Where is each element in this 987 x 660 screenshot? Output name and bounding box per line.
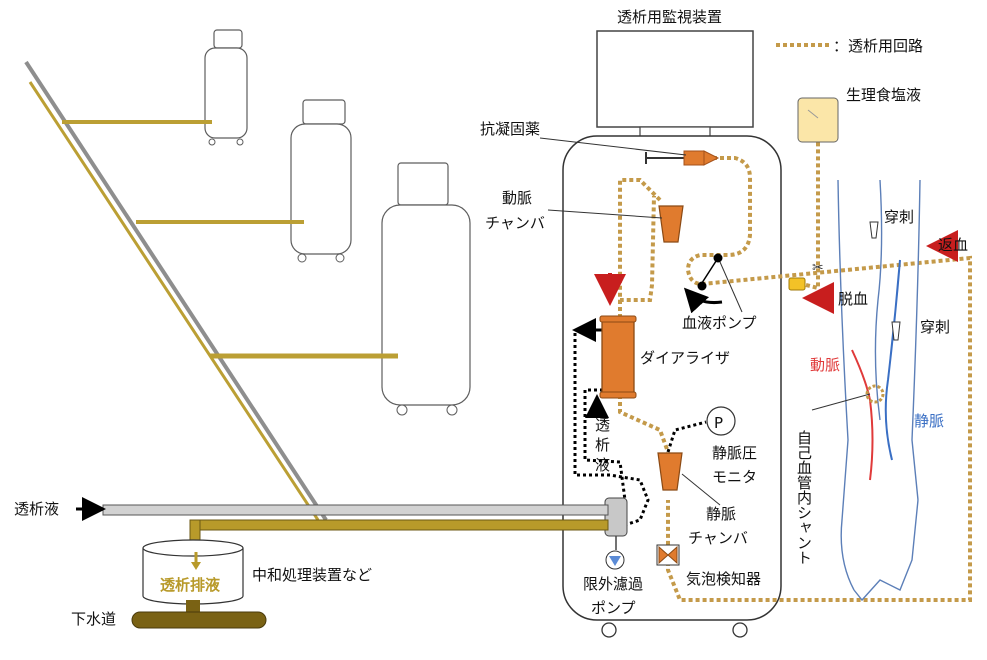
arterial-chamber-label-2: チャンバ	[485, 214, 545, 232]
vein-label: 静脈	[914, 412, 944, 430]
saline-bag	[797, 97, 839, 143]
uf-pump-label-2: ポンプ	[591, 599, 636, 617]
scissors-icon: ✂	[812, 260, 824, 276]
p-symbol: P	[714, 414, 723, 432]
neutralizer-drum	[142, 539, 244, 605]
arterial-chamber	[658, 205, 684, 243]
blood-removal-label: 脱血	[838, 290, 868, 308]
needle-top	[869, 221, 879, 239]
dialysate-flow-label-3: 液	[595, 456, 610, 474]
bubble-detector-label: 気泡検知器	[686, 570, 761, 588]
dialysate-flow-label-2: 析	[595, 436, 610, 454]
blood-pump-label: 血液ポンプ	[682, 314, 757, 332]
faded-machines	[24, 29, 471, 522]
drain-label: 透析排液	[160, 576, 221, 594]
shunt-label-text: 自己血管内シャント	[795, 430, 813, 565]
connector-clip	[788, 277, 806, 291]
bubble-detector	[656, 544, 680, 566]
arterial-chamber-label-1: 動脈	[502, 189, 532, 207]
blood-return-label: 返血	[938, 236, 968, 254]
dialyzer-label: ダイアライザ	[640, 349, 730, 367]
anticoagulant-syringe	[645, 150, 720, 166]
venous-chamber	[657, 452, 683, 491]
saline-label: 生理食塩液	[846, 86, 921, 104]
uf-pump	[604, 497, 628, 570]
venous-monitor-label-2: モニタ	[712, 468, 757, 486]
arm	[837, 179, 921, 602]
shunt-junction	[865, 384, 885, 404]
vein-vessel	[884, 259, 901, 461]
venous-chamber-label-2: チャンバ	[688, 529, 748, 547]
neutralizer-label: 中和処理装置など	[252, 566, 372, 584]
venous-pressure-gauge	[706, 406, 736, 436]
puncture-top-label: 穿刺	[884, 208, 914, 226]
anticoagulant-label: 抗凝固薬	[480, 120, 540, 138]
venous-monitor-label-1: 静脈圧	[712, 444, 757, 462]
blood-pump	[683, 253, 723, 314]
legend-text: ：透析用回路	[833, 37, 923, 55]
dialysate-in-label: 透析液	[14, 500, 59, 518]
sewer-label: 下水道	[71, 610, 116, 628]
puncture-bottom-label: 穿刺	[920, 318, 950, 336]
dialyzer	[599, 315, 637, 399]
shunt-label: 自己血管内シャント	[795, 430, 813, 565]
artery-vessel	[851, 349, 874, 481]
device-title: 透析用監視装置	[617, 8, 722, 26]
dialysate-circuit	[573, 328, 707, 527]
uf-pump-label-1: 限外濾過	[583, 575, 643, 593]
dialysate-flow-label-1: 透	[595, 416, 610, 434]
pipes	[102, 504, 609, 545]
sewer-pipe	[131, 600, 267, 629]
venous-chamber-label-1: 静脈	[706, 505, 736, 523]
artery-label: 動脈	[810, 356, 840, 374]
needle-bottom	[891, 321, 901, 341]
